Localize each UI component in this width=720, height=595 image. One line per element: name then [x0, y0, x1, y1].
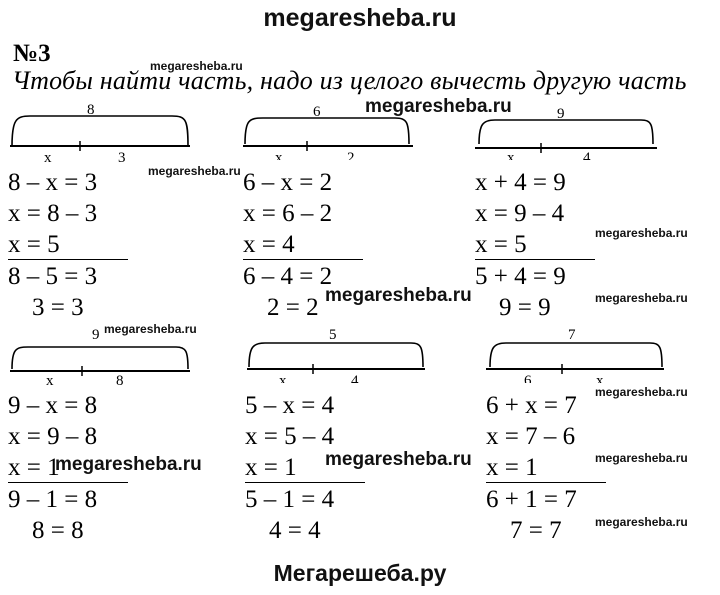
watermark: megaresheba.ru [365, 96, 512, 117]
part-left-label: x [279, 373, 287, 383]
equation-line: 9 – x = 8 [8, 392, 98, 419]
part-right-label: 2 [347, 150, 355, 160]
watermark: megaresheba.ru [148, 164, 241, 178]
part-right-label: x [596, 373, 604, 383]
equation-answer: x = 1 [8, 453, 128, 483]
solution-block-5: 5 x 4 5 – x = 4 x = 5 – 4 x = 1 5 – 1 = … [245, 323, 435, 553]
watermark: megaresheba.ru [55, 454, 202, 475]
part-left-label: 6 [524, 373, 532, 383]
whole-label: 8 [87, 102, 95, 118]
watermark: megaresheba.ru [150, 59, 243, 73]
part-right-label: 8 [116, 373, 124, 387]
equation-line: 6 + x = 7 [486, 392, 577, 419]
solution-block-4: 9 x 8 9 – x = 8 x = 9 – 8 x = 1 9 – 1 = … [8, 327, 198, 557]
watermark: megaresheba.ru [104, 322, 197, 336]
whole-label: 5 [329, 327, 337, 343]
equation-line: x = 5 – 4 [245, 423, 335, 450]
equation-line: x = 7 – 6 [486, 423, 576, 450]
equation-answer: x = 4 [243, 230, 363, 260]
equation-check-result: 8 = 8 [32, 517, 84, 544]
equation-check: 5 + 4 = 9 [475, 263, 566, 290]
equation-check-result: 9 = 9 [499, 294, 551, 321]
equation-line: x = 9 – 4 [475, 200, 565, 227]
segment-diagram: 5 x 4 [247, 327, 425, 383]
watermark: megaresheba.ru [325, 449, 472, 470]
part-left-label: x [275, 150, 283, 160]
segment-diagram: 9 x 4 [475, 106, 657, 160]
whole-label: 7 [568, 327, 576, 343]
segment-diagram: 8 x 3 [10, 102, 190, 162]
watermark: megaresheba.ru [595, 385, 688, 399]
equation-check-result: 7 = 7 [510, 517, 562, 544]
site-title: megaresheba.ru [263, 4, 457, 32]
equation-answer: x = 1 [486, 453, 606, 483]
equation-check: 5 – 1 = 4 [245, 486, 335, 513]
equation-check: 8 – 5 = 3 [8, 263, 98, 290]
task-number: №3 [13, 40, 51, 67]
watermark: megaresheba.ru [595, 451, 688, 465]
equation-check: 6 + 1 = 7 [486, 486, 577, 513]
equation-line: x = 6 – 2 [243, 200, 333, 227]
equation-line: x + 4 = 9 [475, 169, 566, 196]
equation-check: 6 – 4 = 2 [243, 263, 333, 290]
part-right-label: 4 [351, 373, 359, 383]
equation-check-result: 4 = 4 [269, 517, 321, 544]
equation-answer: x = 5 [475, 230, 595, 260]
segment-diagram: 6 x 2 [243, 104, 413, 160]
equation-check-result: 2 = 2 [267, 294, 319, 321]
equation-line: 6 – x = 2 [243, 169, 333, 196]
equation-answer: x = 5 [8, 230, 128, 260]
solution-block-1: 8 x 3 8 – x = 3 x = 8 – 3 x = 5 8 – 5 = … [8, 102, 198, 332]
whole-label: 6 [313, 104, 321, 120]
equation-line: 8 – x = 3 [8, 169, 98, 196]
segment-diagram: 9 x 8 [10, 327, 190, 387]
part-left-label: x [46, 373, 54, 387]
part-right-label: 4 [583, 150, 591, 160]
equation-check: 9 – 1 = 8 [8, 486, 98, 513]
part-left-label: x [44, 150, 52, 162]
solution-block-2: 6 x 2 6 – x = 2 x = 6 – 2 x = 4 6 – 4 = … [243, 100, 433, 330]
equation-line: x = 8 – 3 [8, 200, 98, 227]
equation-line: x = 9 – 8 [8, 423, 98, 450]
equation-line: 5 – x = 4 [245, 392, 335, 419]
equation-answer: x = 1 [245, 453, 365, 483]
segment-diagram: 7 6 x [486, 327, 664, 383]
site-footer: Мегарешеба.ру [273, 560, 447, 586]
watermark: megaresheba.ru [595, 226, 688, 240]
whole-label: 9 [557, 106, 565, 122]
solution-block-6: 7 6 x 6 + x = 7 x = 7 – 6 x = 1 6 + 1 = … [486, 323, 676, 553]
task-rule: Чтобы найти часть, надо из целого вычест… [12, 66, 687, 95]
equation-check-result: 3 = 3 [32, 294, 84, 321]
watermark: megaresheba.ru [595, 291, 688, 305]
whole-label: 9 [92, 327, 100, 343]
part-left-label: x [507, 150, 515, 160]
watermark: megaresheba.ru [595, 515, 688, 529]
part-right-label: 3 [118, 150, 126, 162]
solution-block-3: 9 x 4 x + 4 = 9 x = 9 – 4 x = 5 5 + 4 = … [475, 100, 665, 330]
watermark: megaresheba.ru [325, 285, 472, 306]
